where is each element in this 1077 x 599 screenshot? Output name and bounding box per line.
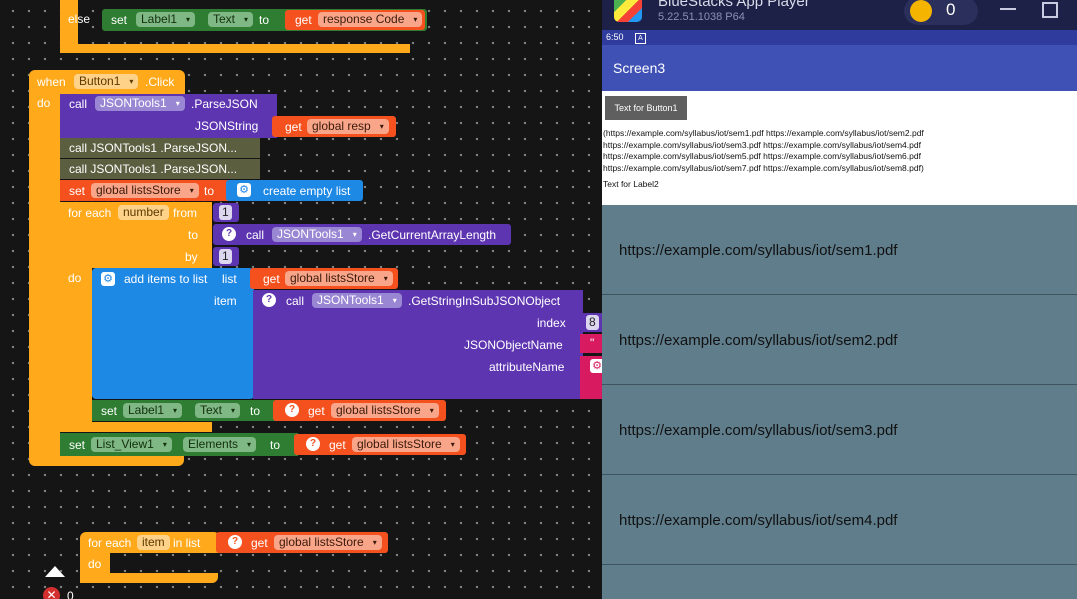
list-view[interactable]: https://example.com/syllabus/iot/sem1.pd… [602, 205, 1077, 599]
emulator-window: BlueStacks App Player 5.22.51.1038 P64 0… [602, 0, 1077, 599]
number-from-block[interactable]: 1 [213, 203, 239, 222]
coins-badge[interactable]: 0 [904, 0, 978, 25]
emulator-title: BlueStacks App Player [658, 0, 810, 10]
variable-dropdown[interactable]: response Code▾ [318, 12, 423, 27]
event-block-bottom [29, 456, 184, 466]
help-icon[interactable]: ? [228, 535, 242, 549]
error-icon[interactable]: ✕ [43, 587, 60, 599]
for-each-item-bottom [80, 573, 218, 583]
label1: (https://example.com/syllabus/iot/sem1.p… [603, 128, 924, 173]
component-dropdown[interactable]: List_View1▾ [91, 437, 172, 452]
get-global-liststore-block[interactable]: ? get global listsStore▾ [294, 434, 466, 455]
json-object-name-text-block[interactable]: " [580, 334, 602, 353]
for-range-bottom [60, 422, 212, 432]
list-item[interactable]: https://example.com/syllabus/iot/sem3.pd… [602, 385, 1077, 475]
component-dropdown[interactable]: JSONTools1▾ [95, 96, 185, 111]
minimize-icon[interactable] [1000, 8, 1016, 10]
gear-icon[interactable]: ⚙ [101, 272, 115, 286]
coin-icon [910, 0, 932, 22]
variable-dropdown[interactable]: global listsStore▾ [91, 183, 199, 198]
status-notification-icon: A [635, 33, 646, 44]
do-keyword: do [88, 557, 102, 571]
help-icon[interactable]: ? [222, 227, 236, 241]
if-block-bottom [60, 44, 410, 53]
for-range-body-left [60, 268, 92, 432]
component-dropdown[interactable]: JSONTools1▾ [312, 293, 402, 308]
disabled-parse-json-block-1[interactable]: call JSONTools1 .ParseJSON... [60, 138, 260, 158]
screen-title: Screen3 [613, 60, 666, 76]
attribute-name-block[interactable]: ⚙ [580, 356, 602, 399]
event-body-left [29, 94, 60, 460]
if-block-else-section[interactable] [60, 0, 78, 44]
property-dropdown[interactable]: Elements▾ [183, 437, 257, 452]
get-global-liststore-block[interactable]: ? get global listsStore▾ [273, 400, 446, 421]
gear-icon[interactable]: ⚙ [237, 183, 251, 197]
index-number-block[interactable]: 8 [580, 313, 602, 332]
variable-dropdown[interactable]: global resp▾ [307, 119, 389, 134]
do-keyword: do [37, 96, 51, 110]
blocks-workspace[interactable]: else set Label1▾ Text▾ to get response C… [0, 0, 602, 599]
property-dropdown[interactable]: Text▾ [208, 12, 254, 27]
emulator-version: 5.22.51.1038 P64 [658, 11, 745, 23]
error-count: 0 [67, 589, 74, 599]
create-empty-list-block[interactable]: ⚙ create empty list [226, 180, 363, 201]
maximize-icon[interactable] [1042, 2, 1058, 18]
get-global-resp-block[interactable]: get global resp▾ [272, 116, 396, 137]
loop-variable-field[interactable]: number [118, 205, 169, 220]
help-icon[interactable]: ? [306, 437, 320, 451]
component-dropdown[interactable]: Label1▾ [123, 403, 183, 418]
component-dropdown[interactable]: Label1▾ [136, 12, 196, 27]
get-string-in-sub-json-call-block[interactable]: ? call JSONTools1▾ .GetStringInSubJSONOb… [253, 290, 583, 399]
parse-json-call-block[interactable]: call JSONTools1▾ .ParseJSON JSONString [60, 94, 277, 138]
number-by-block[interactable]: 1 [213, 247, 239, 266]
disabled-parse-json-block-2[interactable]: call JSONTools1 .ParseJSON... [60, 159, 260, 179]
get-global-liststore-block[interactable]: get global listsStore▾ [250, 268, 398, 289]
event-component-dropdown[interactable]: Button1▾ [74, 74, 139, 89]
app-bar: Screen3 [602, 45, 1077, 91]
android-status-bar: 6:50 A [602, 30, 1077, 45]
gear-icon[interactable]: ⚙ [590, 359, 602, 373]
button1[interactable]: Text for Button1 [605, 96, 687, 120]
for-range-block[interactable]: for each number from to by [60, 202, 212, 268]
add-items-to-list-block[interactable]: ⚙ add items to list list item [92, 268, 254, 399]
property-dropdown[interactable]: Text▾ [195, 403, 241, 418]
do-keyword: do [68, 271, 82, 285]
when-button-click-block[interactable]: when Button1▾ .Click [29, 70, 185, 94]
bluestacks-logo-icon [614, 0, 642, 22]
help-icon[interactable]: ? [285, 403, 299, 417]
set-label-text-liststore-block[interactable]: set Label1▾ Text▾ to [92, 400, 277, 421]
get-array-length-call-block[interactable]: ? call JSONTools1▾ .GetCurrentArrayLengt… [213, 224, 511, 245]
set-label-text-block[interactable]: set Label1▾ Text▾ to get response Code▾ [102, 9, 427, 31]
for-each-item-block[interactable]: for each item in list [80, 532, 220, 553]
help-icon[interactable]: ? [262, 293, 276, 307]
status-time: 6:50 [606, 32, 624, 42]
emulator-title-bar: BlueStacks App Player 5.22.51.1038 P64 0 [602, 0, 1077, 30]
list-item[interactable]: https://example.com/syllabus/iot/sem1.pd… [602, 205, 1077, 295]
variable-dropdown[interactable]: global listsStore▾ [352, 437, 460, 452]
variable-dropdown[interactable]: global listsStore▾ [331, 403, 439, 418]
get-variable-block[interactable]: get response Code▾ [285, 10, 425, 30]
app-content-area: Text for Button1 (https://example.com/sy… [602, 91, 1077, 205]
list-item[interactable]: https://example.com/syllabus/iot/sem2.pd… [602, 295, 1077, 385]
set-listview-elements-block[interactable]: set List_View1▾ Elements▾ to [60, 433, 298, 456]
label2: Text for Label2 [603, 179, 659, 189]
get-global-liststore-block[interactable]: ? get global listsStore▾ [216, 532, 388, 553]
else-keyword: else [68, 12, 91, 26]
loop-variable-field[interactable]: item [137, 535, 170, 550]
coin-count: 0 [946, 0, 956, 19]
component-dropdown[interactable]: JSONTools1▾ [272, 227, 362, 242]
warning-toggle-icon[interactable] [45, 566, 65, 577]
variable-dropdown[interactable]: global listsStore▾ [274, 535, 382, 550]
set-global-liststore-block[interactable]: set global listsStore▾ to [60, 180, 230, 201]
list-item[interactable]: https://example.com/syllabus/iot/sem4.pd… [602, 475, 1077, 565]
variable-dropdown[interactable]: global listsStore▾ [285, 271, 393, 286]
